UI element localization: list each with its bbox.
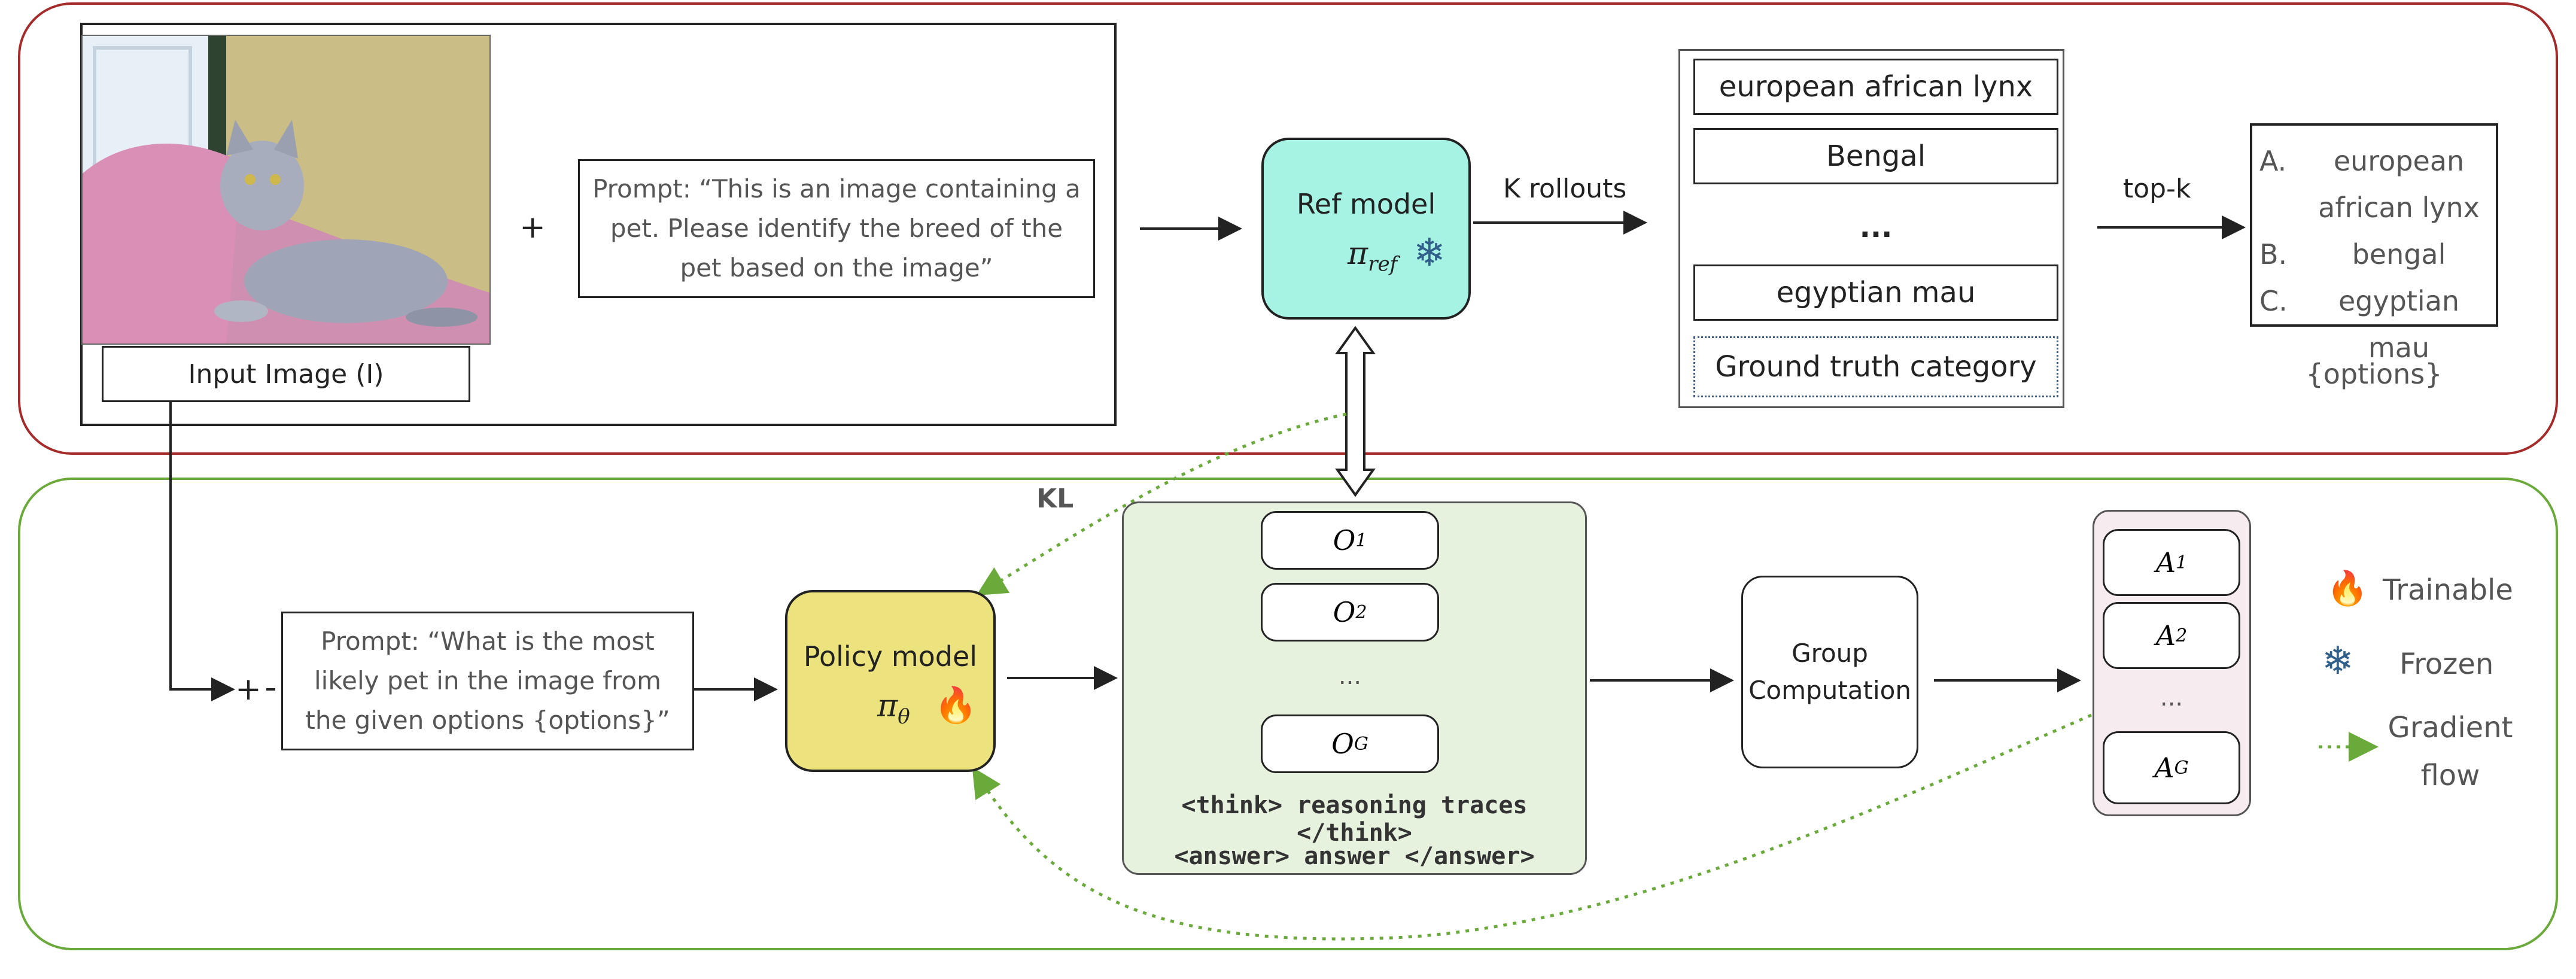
policy-model-symbol: πθ [877, 688, 910, 729]
group-computation-box: Group Computation [1741, 576, 1918, 768]
advantages-ellipsis: ... [2160, 684, 2183, 712]
frozen-reference-panel [18, 2, 2558, 455]
double-arrow-ref-outputs [1335, 326, 1376, 497]
input-image-label-text: Input Image (I) [188, 358, 384, 390]
prompt-bottom-text: Prompt: “What is the most likely pet in … [305, 627, 670, 735]
options-label: {options} [2306, 358, 2443, 390]
ref-model-title: Ref model [1296, 188, 1436, 220]
prompt-top: Prompt: “This is an image containing a p… [578, 159, 1095, 298]
input-image-label: Input Image (I) [102, 346, 470, 402]
kl-label: KL [1036, 484, 1074, 514]
snowflake-icon: ❄ [1413, 231, 1446, 275]
ref-model-box: Ref model πref ❄ [1261, 138, 1471, 320]
option-text-a: european african lynx [2318, 145, 2480, 224]
rollout-ellipsis: ... [1859, 211, 1893, 244]
rollout-item-1: european african lynx [1693, 59, 2058, 115]
legend-gradient-flow: Gradient flow [2388, 711, 2513, 792]
flame-icon: 🔥 [934, 685, 978, 725]
ref-model-symbol: πref [1348, 236, 1398, 276]
legend-flame-icon: 🔥 [2326, 569, 2368, 608]
plus-top: + [519, 209, 546, 245]
plus-bottom: + [235, 671, 261, 707]
k-rollouts-label: K rollouts [1503, 174, 1627, 204]
option-letter-c: C. [2259, 285, 2288, 317]
prompt-top-text: Prompt: “This is an image containing a p… [592, 174, 1081, 282]
legend-trainable: Trainable [2383, 573, 2513, 607]
option-letter-b: B. [2259, 238, 2288, 270]
rollout-item-2: Bengal [1693, 128, 2058, 184]
think-line: <think> reasoning traces </think> [1181, 792, 1528, 847]
gradient-flow-curve [972, 713, 2092, 941]
option-text-c: egyptian mau [2338, 285, 2460, 364]
group-computation-text: Group Computation [1748, 639, 1911, 705]
arrow-image-to-bottom [169, 402, 235, 701]
outputs-ellipsis: ... [1338, 662, 1362, 690]
option-letter-a: A. [2259, 145, 2287, 177]
ground-truth-box: Ground truth category [1693, 336, 2058, 397]
top-k-label: top-k [2123, 174, 2191, 204]
options-box: A. european african lynx B. bengal C. eg… [2250, 123, 2498, 364]
legend-snowflake-icon: ❄ [2322, 639, 2354, 683]
option-text-b: bengal [2352, 238, 2446, 270]
policy-model-box: Policy model πθ 🔥 [785, 590, 996, 772]
answer-line: <answer> answer </answer> [1174, 843, 1535, 870]
legend-frozen: Frozen [2399, 647, 2494, 681]
prompt-bottom: Prompt: “What is the most likely pet in … [281, 612, 694, 750]
training-panel [18, 478, 2558, 950]
rollout-item-3: egyptian mau [1693, 264, 2058, 321]
cat-photo [81, 35, 491, 345]
policy-model-title: Policy model [803, 640, 978, 673]
kl-gradient-curve [976, 412, 1347, 596]
